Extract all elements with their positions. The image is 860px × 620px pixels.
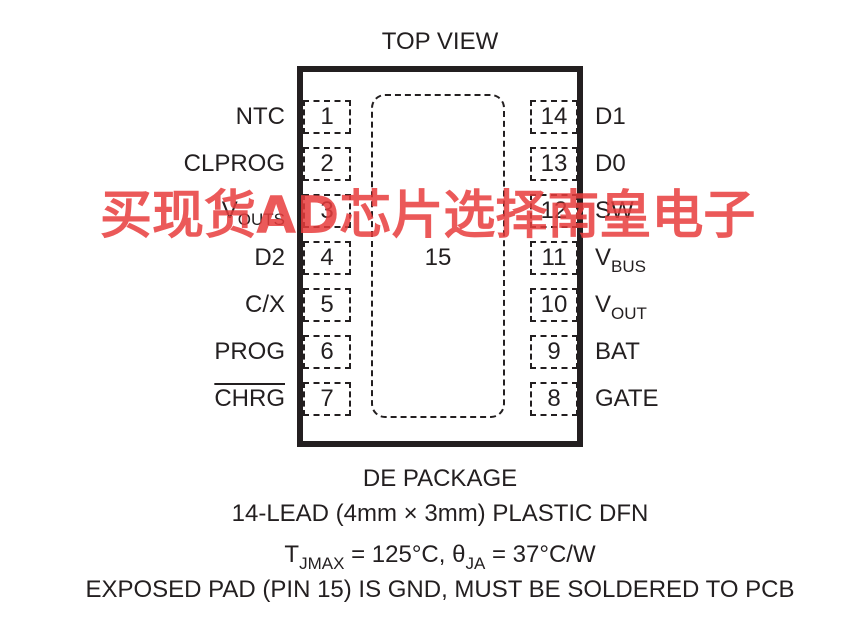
tj-symbol: T <box>284 541 300 568</box>
exposed-pad <box>371 94 505 418</box>
watermark-text: 买现货AD芯片选择南皇电子 <box>100 186 756 246</box>
pin-number: 3 <box>320 197 334 224</box>
exposed-pad-number: 15 <box>424 244 452 271</box>
pin-9-pad <box>530 335 578 369</box>
pin-name-subscript: BUS <box>611 257 646 276</box>
pin-name-d0: D0 <box>595 150 626 177</box>
pin-number: 10 <box>540 291 568 318</box>
theta-value: = 37°C/W <box>485 541 596 568</box>
theta-subscript: JA <box>465 554 486 573</box>
pin-number: 6 <box>320 338 334 365</box>
pin-13-pad <box>530 147 578 181</box>
package-name: DE PACKAGE <box>362 465 518 492</box>
pin-name-sw: SW <box>595 197 634 224</box>
pin-7-pad <box>303 382 351 416</box>
pin-number: 9 <box>547 338 561 365</box>
tj-value: = 125°C, <box>344 541 453 568</box>
pin-number: 4 <box>320 244 334 271</box>
exposed-pad-note: EXPOSED PAD (PIN 15) IS GND, MUST BE SOL… <box>85 576 795 603</box>
pin-10-pad <box>530 288 578 322</box>
pin-number: 1 <box>320 103 334 130</box>
pin-name-d2: D2 <box>254 244 285 271</box>
pin-name-main: V <box>595 244 612 271</box>
pin-name-main: V <box>595 291 612 318</box>
pin-2-pad <box>303 147 351 181</box>
pin-name-prog: PROG <box>214 338 285 365</box>
pin-name-vout: VOUT <box>595 291 647 323</box>
pin-number: 7 <box>320 385 334 412</box>
pin-name-vbus: VBUS <box>595 244 646 276</box>
pin-number: 8 <box>547 385 561 412</box>
view-label: TOP VIEW <box>381 28 499 55</box>
pin-5-pad <box>303 288 351 322</box>
pin-3-pad <box>303 194 351 228</box>
pin-number: 11 <box>541 244 567 271</box>
pin-number: 5 <box>320 291 334 318</box>
pin-12-pad <box>530 194 578 228</box>
theta-symbol: θ <box>452 541 466 568</box>
pin-name-main: V <box>221 197 238 224</box>
package-outline <box>297 66 583 447</box>
pin-name-subscript: OUTS <box>237 210 285 229</box>
pin-6-pad <box>303 335 351 369</box>
pin-name-d1: D1 <box>595 103 626 130</box>
pin-number: 13 <box>540 150 568 177</box>
pin-number: 2 <box>320 150 334 177</box>
pin-14-pad <box>530 100 578 134</box>
pin-1-pad <box>303 100 351 134</box>
pin-name-subscript: OUT <box>611 304 647 323</box>
pin-name-cx: C/X <box>244 291 285 318</box>
pin-name-chrg: CHRG <box>214 385 285 412</box>
pin-8-pad <box>530 382 578 416</box>
tj-subscript: JMAX <box>299 554 345 573</box>
pin-name-gate: GATE <box>595 385 659 412</box>
pin-name-clprog: CLPROG <box>183 150 285 177</box>
package-description: 14-LEAD (4mm × 3mm) PLASTIC DFN <box>231 500 649 527</box>
pin-number: 12 <box>540 197 568 224</box>
pin-name-bat: BAT <box>595 338 640 365</box>
pin-4-pad <box>303 241 351 275</box>
thermal-spec: TJMAX = 125°C, θJA = 37°C/W <box>0 541 860 573</box>
pin-number: 14 <box>540 103 568 130</box>
pin-name-ntc: NTC <box>235 103 285 130</box>
pin-name-vouts: VOUTS <box>85 197 285 229</box>
pin-11-pad <box>530 241 578 275</box>
